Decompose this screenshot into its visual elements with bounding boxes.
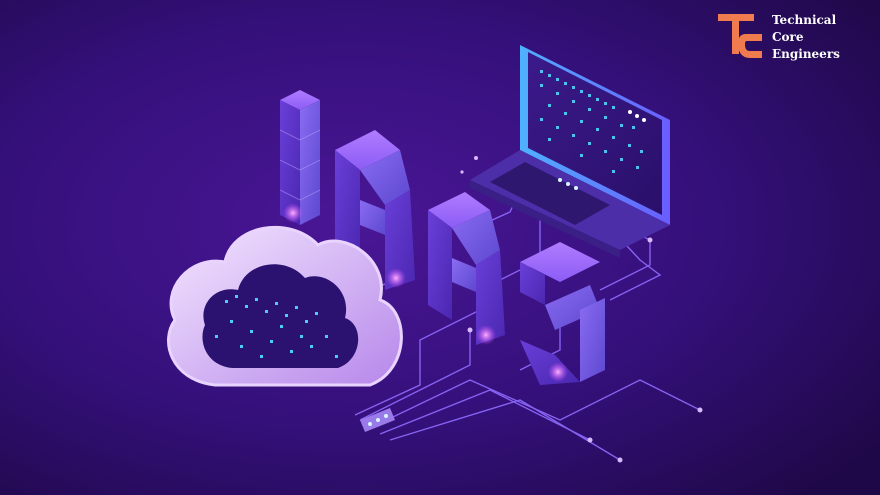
laptop-port-icon bbox=[558, 178, 578, 190]
letter-s-blocks bbox=[520, 242, 605, 385]
brand-line-1: Technical bbox=[772, 13, 837, 27]
letter-a-blocks-2 bbox=[428, 192, 505, 345]
letter-a-blocks-1 bbox=[335, 130, 415, 290]
tce-logo-icon bbox=[718, 14, 762, 58]
brand-name: Technical Core Engineers bbox=[772, 12, 840, 63]
letter-i-blocks bbox=[279, 90, 321, 225]
laptop-icon bbox=[470, 45, 670, 258]
brand-line-3: Engineers bbox=[772, 47, 840, 61]
brand-logo: Technical Core Engineers bbox=[716, 12, 876, 68]
brand-line-2: Core bbox=[772, 30, 804, 44]
cloud-icon bbox=[167, 225, 403, 432]
